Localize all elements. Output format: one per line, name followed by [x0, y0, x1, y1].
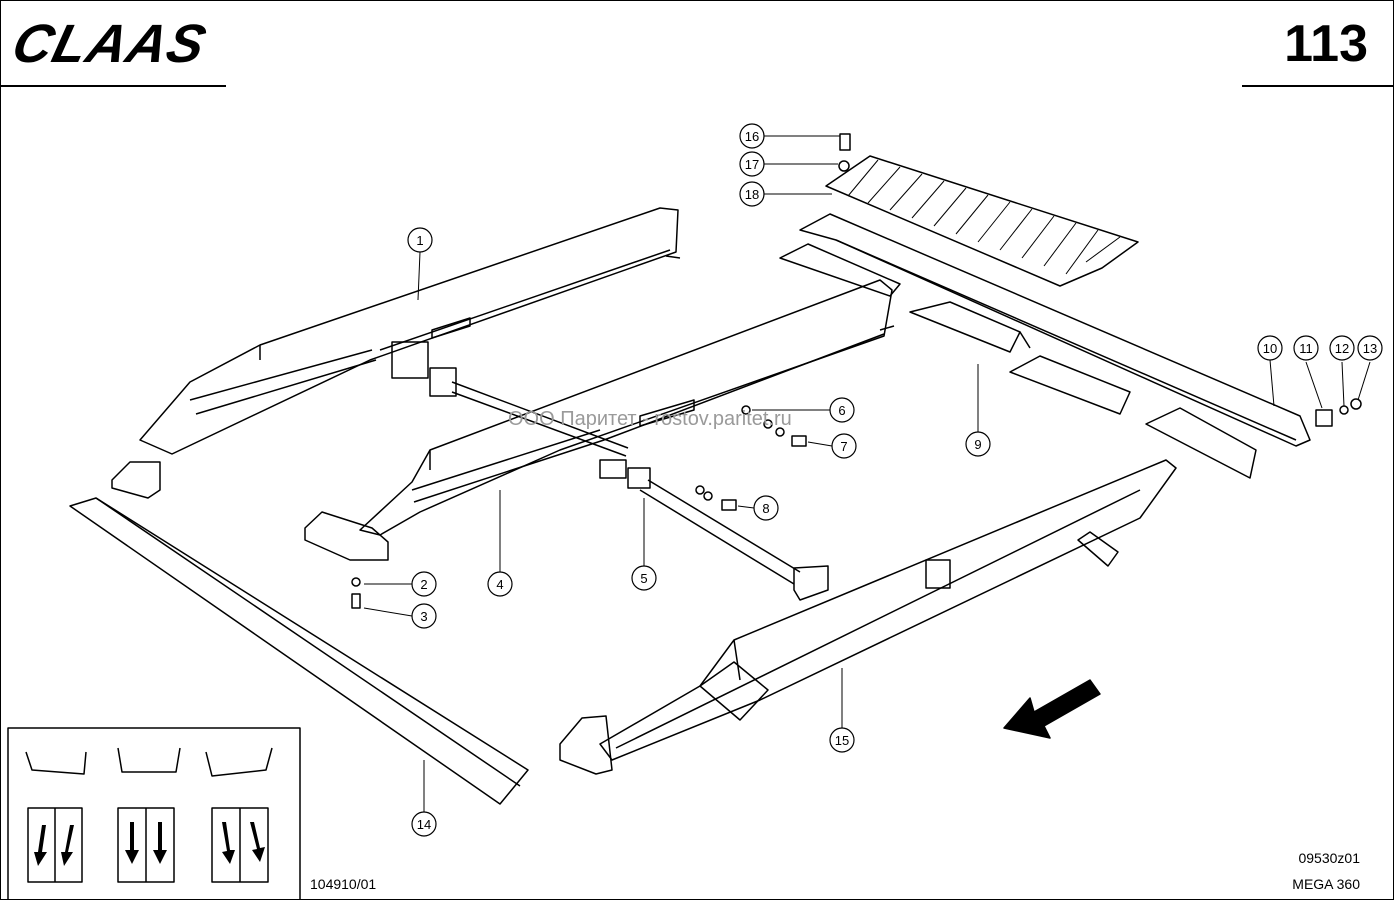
- callout-7: 7: [831, 433, 857, 459]
- fasteners: [351, 133, 1362, 609]
- callout-12: 12: [1329, 335, 1355, 361]
- svg-text:17: 17: [745, 157, 759, 172]
- svg-text:12: 12: [1335, 341, 1349, 356]
- watermark: ООО Паритет - rostov.paritet.ru: [508, 408, 792, 430]
- direction-arrow: [1003, 679, 1101, 739]
- svg-text:10: 10: [1263, 341, 1277, 356]
- leader-lines: [363, 135, 1371, 812]
- svg-text:2: 2: [420, 577, 427, 592]
- callout-10: 10: [1257, 335, 1283, 361]
- inset-arrows: [34, 822, 265, 866]
- cross-member-upper: [429, 367, 629, 457]
- svg-text:7: 7: [840, 439, 847, 454]
- callout-17: 17: [739, 151, 765, 177]
- callout-3: 3: [411, 603, 437, 629]
- callout-9: 9: [965, 431, 991, 457]
- page-number: 113: [1284, 15, 1368, 73]
- part-4-middle-rail: [304, 279, 895, 561]
- figure-reference: 09530z01: [1298, 850, 1360, 866]
- callout-5: 5: [631, 565, 657, 591]
- callout-8: 8: [753, 495, 779, 521]
- callout-14: 14: [411, 811, 437, 837]
- svg-text:4: 4: [496, 577, 503, 592]
- svg-text:8: 8: [762, 501, 769, 516]
- callout-2: 2: [411, 571, 437, 597]
- part-1-left-rail: [111, 207, 681, 499]
- part-5-cross-member: [599, 459, 829, 601]
- svg-text:16: 16: [745, 129, 759, 144]
- svg-text:11: 11: [1299, 341, 1313, 356]
- callout-13: 13: [1357, 335, 1383, 361]
- part-14-deflector: [69, 497, 529, 805]
- callout-18: 18: [739, 181, 765, 207]
- callout-11: 11: [1293, 335, 1319, 361]
- callout-1: 1: [407, 227, 433, 253]
- callout-6: 6: [829, 397, 855, 423]
- part-9-rear-deflectors: [779, 243, 1257, 479]
- callouts: 1 2 3 4 5 6 7 8 9 10 11 12 13 14 15 16 1…: [407, 123, 1383, 837]
- callout-4: 4: [487, 571, 513, 597]
- grate-lines: [847, 159, 1121, 275]
- svg-text:5: 5: [640, 571, 647, 586]
- part-18-grate: [825, 155, 1139, 287]
- svg-text:3: 3: [420, 609, 427, 624]
- svg-text:9: 9: [974, 437, 981, 452]
- model-name: MEGA 360: [1292, 876, 1360, 892]
- svg-text:6: 6: [838, 403, 845, 418]
- callout-15: 15: [829, 727, 855, 753]
- inset-box: [7, 727, 301, 900]
- svg-text:13: 13: [1363, 341, 1377, 356]
- svg-text:1: 1: [416, 233, 423, 248]
- callout-16: 16: [739, 123, 765, 149]
- inset-reference: 104910/01: [310, 876, 377, 892]
- part-15-right-rail: [559, 459, 1177, 775]
- svg-text:15: 15: [835, 733, 849, 748]
- svg-text:18: 18: [745, 187, 759, 202]
- svg-text:14: 14: [417, 817, 431, 832]
- part-10-rear-beam: [799, 213, 1311, 447]
